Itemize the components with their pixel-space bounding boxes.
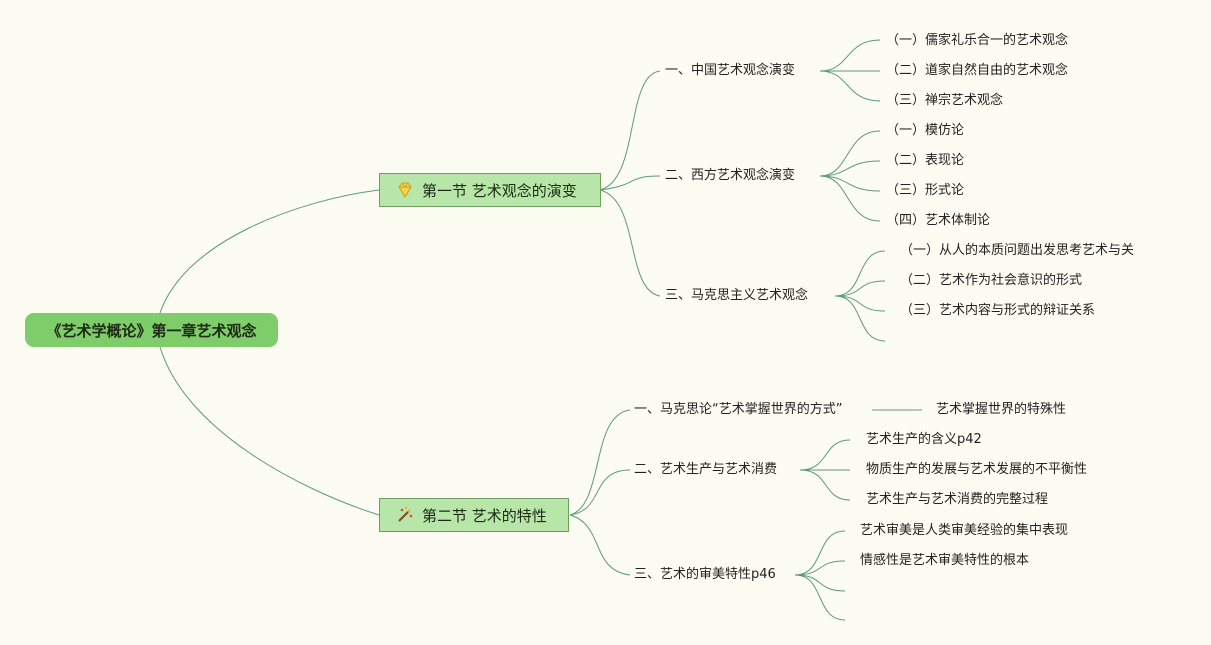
- root-label: 《艺术学概论》第一章艺术观念: [46, 321, 257, 340]
- connector-item: [819, 175, 881, 222]
- connector-item: [799, 469, 851, 501]
- leaf-node[interactable]: 情感性是艺术审美特性的根本: [860, 553, 1030, 568]
- leaf-node[interactable]: （三）形式论: [886, 183, 965, 198]
- leaf-node[interactable]: 艺术审美是人类审美经验的集中表现: [860, 523, 1069, 538]
- connector-item: [819, 130, 881, 177]
- connector-root-section-1: [159, 189, 380, 314]
- topic-node[interactable]: 二、艺术生产与艺术消费: [634, 462, 778, 477]
- leaf-node[interactable]: （三）艺术内容与形式的辩证关系: [900, 303, 1096, 318]
- connector-item: [834, 295, 886, 342]
- connector-item: [834, 295, 886, 312]
- section-node-1[interactable]: 第一节 艺术观念的演变: [379, 173, 601, 207]
- leaf-node[interactable]: （二）表现论: [886, 153, 965, 168]
- topic-node[interactable]: 三、马克思主义艺术观念: [665, 288, 809, 303]
- connector-item: [834, 280, 886, 297]
- connector-section-2-topic-1: [569, 409, 631, 516]
- connector-item: [794, 574, 846, 592]
- connector-item: [794, 530, 846, 576]
- connector-item: [819, 70, 881, 102]
- connector-item: [819, 39, 881, 72]
- leaf-node[interactable]: （一）儒家礼乐合一的艺术观念: [886, 33, 1069, 48]
- leaf-node[interactable]: （四）艺术体制论: [886, 213, 991, 228]
- leaf-node[interactable]: 艺术生产的含义p42: [866, 432, 982, 447]
- connector-item: [834, 250, 886, 297]
- magic-wand-icon: [396, 506, 414, 524]
- section-label: 第一节 艺术观念的演变: [422, 181, 577, 200]
- leaf-node[interactable]: （一）模仿论: [886, 123, 965, 138]
- root-node[interactable]: 《艺术学概论》第一章艺术观念: [25, 313, 278, 347]
- connector-item: [819, 175, 881, 192]
- leaf-node[interactable]: （三）禅宗艺术观念: [886, 93, 1004, 108]
- leaf-node[interactable]: （二）道家自然自由的艺术观念: [886, 63, 1069, 78]
- connector-item: [799, 439, 851, 471]
- connector-item: [794, 560, 846, 576]
- leaf-node[interactable]: 物质生产的发展与艺术发展的不平衡性: [866, 462, 1088, 477]
- connector-section-1-topic-1: [599, 70, 661, 191]
- connector-root-section-2: [159, 346, 380, 516]
- section-label: 第二节 艺术的特性: [422, 506, 547, 525]
- connector-item: [794, 574, 846, 621]
- connector-section-1-topic-3: [599, 189, 661, 297]
- leaf-node[interactable]: （二）艺术作为社会意识的形式: [900, 273, 1083, 288]
- topic-node[interactable]: 一、马克思论“艺术掌握世界的方式”: [634, 402, 843, 417]
- connector-section-1-topic-2: [599, 175, 661, 191]
- connector-item: [819, 160, 881, 177]
- topic-node[interactable]: 二、西方艺术观念演变: [665, 168, 796, 183]
- leaf-node[interactable]: （一）从人的本质问题出发思考艺术与关: [900, 243, 1135, 258]
- connector-section-2-topic-3: [569, 514, 631, 576]
- section-node-2[interactable]: 第二节 艺术的特性: [379, 498, 569, 532]
- connector-section-2-topic-2: [569, 469, 631, 516]
- diamond-icon: [396, 181, 414, 199]
- leaf-node[interactable]: 艺术生产与艺术消费的完整过程: [866, 492, 1049, 507]
- topic-node[interactable]: 三、艺术的审美特性p46: [634, 567, 776, 582]
- topic-node[interactable]: 一、中国艺术观念演变: [665, 63, 796, 78]
- leaf-node[interactable]: 艺术掌握世界的特殊性: [936, 402, 1067, 417]
